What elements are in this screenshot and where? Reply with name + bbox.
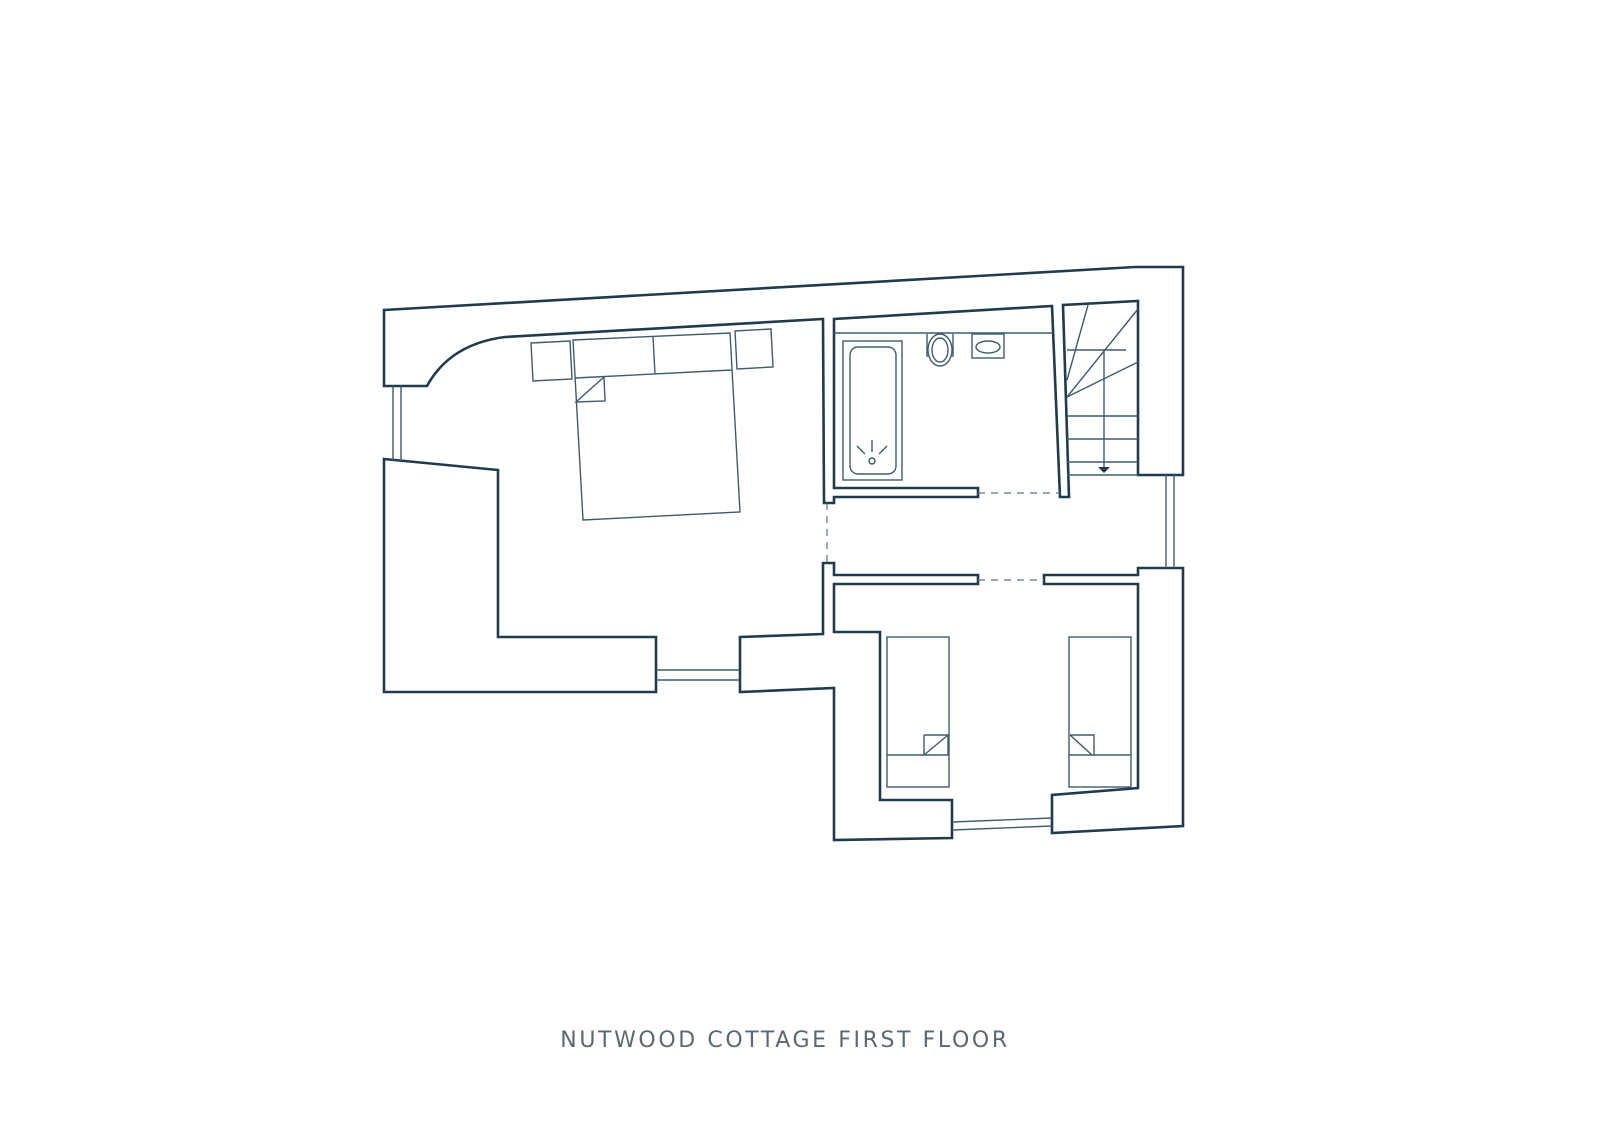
right-wall: [1042, 566, 1185, 835]
stair-treads: [1066, 304, 1139, 476]
top-wall: [382, 265, 1185, 505]
bath-drain-icon: [868, 457, 876, 465]
single-bed-right: [1068, 636, 1132, 788]
toilet-cistern: [926, 334, 954, 357]
toilet: [927, 333, 953, 367]
windows: [392, 386, 1175, 831]
window-bottom-right: [951, 817, 1053, 831]
bathtub-basin: [849, 346, 897, 475]
window-right: [1165, 475, 1175, 568]
doorways: [826, 492, 1060, 581]
staircase: [1066, 304, 1139, 476]
double-bed: [572, 332, 741, 521]
nightstand-left: [530, 340, 573, 382]
sink: [971, 333, 1005, 359]
bath-tap-lines: [856, 440, 888, 455]
bed-fold: [574, 375, 606, 403]
stair-arrow-icon: [1098, 467, 1110, 473]
nightstand-right: [734, 328, 774, 370]
middle-wall: [738, 561, 980, 842]
toilet-seat: [931, 337, 949, 363]
left-wall: [382, 457, 658, 694]
window-bottom-left: [656, 669, 740, 681]
twin-bedroom-furniture: [886, 636, 1132, 788]
walls: [382, 265, 1185, 842]
bathroom-fixtures: [834, 332, 1053, 481]
bathtub: [842, 340, 903, 481]
stair-direction-line: [1103, 350, 1105, 468]
single-bed-left-details: [887, 734, 949, 756]
single-bed-right-details: [1069, 734, 1131, 756]
double-bedroom-furniture: [530, 328, 774, 521]
floor-plan-title: NUTWOOD COTTAGE FIRST FLOOR: [560, 1028, 1010, 1053]
window-left: [392, 386, 402, 461]
single-bed-left: [886, 636, 950, 788]
sink-basin: [975, 340, 1001, 354]
